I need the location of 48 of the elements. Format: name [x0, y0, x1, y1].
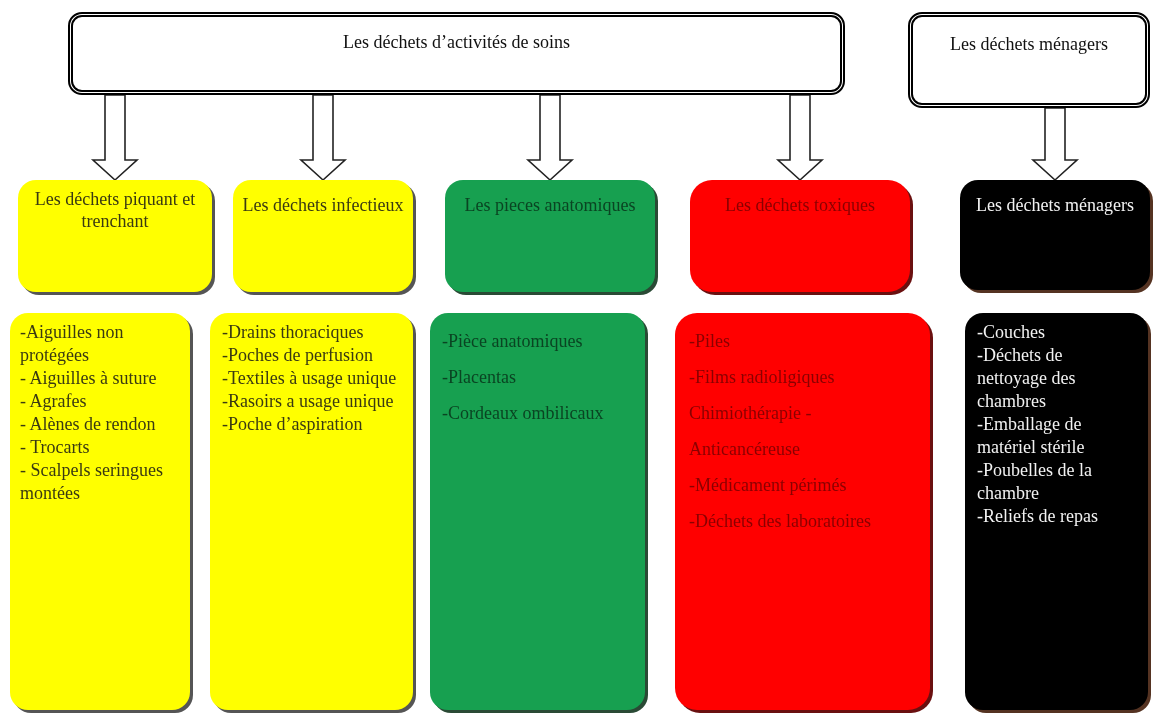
list-item: -Placentas [442, 366, 517, 389]
heading-text: Les déchets ménagers [975, 194, 1135, 217]
block-arrow [775, 94, 825, 182]
list-item: -Déchets des laboratoires [689, 510, 872, 533]
category-box [445, 180, 655, 292]
category-box [233, 180, 413, 292]
block-arrow [298, 94, 348, 182]
list-item: -Films radioligiques [689, 366, 836, 389]
block-arrow [90, 94, 140, 182]
list-item: -Reliefs de repas [977, 505, 1099, 528]
list-item: -Poche d’aspiration [222, 413, 364, 436]
list-item: -Couches [977, 321, 1046, 344]
list-item: -Déchets de nettoyage des chambres [977, 344, 1077, 413]
list-item: -Drains thoraciques [222, 321, 365, 344]
list-item: -Médicament périmés [689, 474, 848, 497]
heading-text: Les déchets piquant et trenchant [33, 188, 197, 232]
category-box [960, 180, 1150, 290]
list-item: -Piles [689, 330, 731, 353]
heading-text: Les déchets infectieux [241, 194, 405, 217]
heading-text: Les déchets ménagers [949, 33, 1109, 56]
list-box [210, 313, 413, 710]
list-item: -Pièce anatomiques [442, 330, 584, 353]
list-box [675, 313, 930, 710]
list-item: Chimiothérapie - Anticancéreuse [689, 402, 813, 461]
heading-text: Les déchets d’activités de soins [342, 31, 571, 53]
list-box [10, 313, 190, 710]
list-item: -Textiles à usage unique [222, 367, 398, 390]
category-box [690, 180, 910, 292]
list-item: -Cordeaux ombilicaux [442, 402, 605, 425]
list-item: -Poches de perfusion [222, 344, 374, 367]
list-item: -Poubelles de la chambre [977, 459, 1093, 505]
heading-text: Les déchets toxiques [724, 194, 876, 217]
heading-text: Les pieces anatomiques [463, 194, 637, 217]
list-box [430, 313, 645, 710]
list-item: - Agrafes [20, 390, 88, 413]
group-box [908, 12, 1150, 108]
list-item: - Trocarts [20, 436, 91, 459]
list-item: - Alènes de rendon [20, 413, 157, 436]
list-item: - Scalpels seringues montées [20, 459, 164, 505]
list-box [965, 313, 1148, 710]
group-box [68, 12, 845, 95]
list-item: -Rasoirs a usage unique [222, 390, 395, 413]
list-item: - Aiguilles à suture [20, 367, 158, 390]
list-item: -Aiguilles non protégées [20, 321, 125, 367]
block-arrow [525, 94, 575, 182]
block-arrow [1030, 107, 1080, 182]
category-box [18, 180, 212, 292]
list-item: -Emballage de matériel stérile [977, 413, 1086, 459]
